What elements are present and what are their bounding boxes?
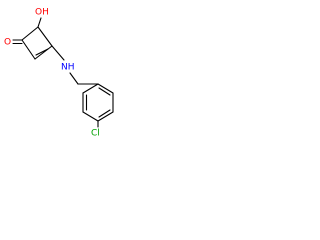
bond-c3-c4-double	[35, 48, 49, 56]
molecule-diagram: O OH NH Cl	[4, 8, 114, 139]
benzene-double-1	[98, 87, 111, 96]
bond-c3-n	[51, 45, 65, 61]
benzene-bond-4	[82, 111, 99, 122]
bond-c3-c4	[34, 45, 53, 60]
amine-label: NH	[61, 63, 75, 73]
bond-n-ch2	[69, 72, 79, 85]
structure-canvas: O OH NH Cl	[0, 0, 150, 150]
carbonyl-oxygen-label: O	[4, 38, 11, 48]
bond-c2-c3	[37, 26, 53, 47]
hydroxyl-label: OH	[35, 8, 49, 18]
bond-c4-c1	[21, 39, 36, 60]
chlorine-label: Cl	[91, 129, 100, 139]
benzene-bond-6	[82, 83, 99, 94]
benzene-bond-1	[97, 83, 114, 94]
benzene-bond-3	[97, 111, 114, 122]
benzene-double-2	[98, 109, 111, 118]
bond-c2-oh	[37, 17, 42, 28]
bond-c1-c2	[21, 26, 39, 41]
